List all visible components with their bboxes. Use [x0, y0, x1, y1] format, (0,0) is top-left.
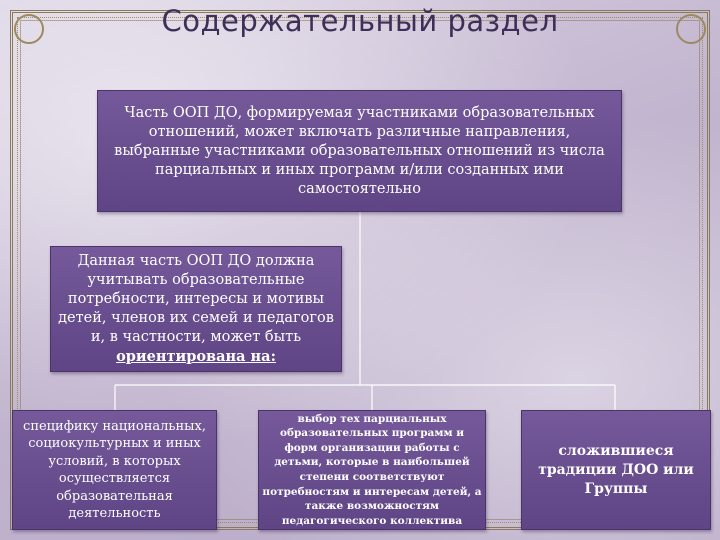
frame-corner-ornament	[676, 14, 706, 44]
top-box: Часть ООП ДО, формируемая участниками об…	[97, 90, 622, 212]
bottom-left-box: специфику национальных, социокультурных …	[12, 410, 217, 530]
top-box-text: Часть ООП ДО, формируемая участниками об…	[114, 104, 605, 197]
bottom-center-box: выбор тех парциальных образовательных пр…	[258, 410, 486, 530]
bottom-right-box: сложившиеся традиции ДОО или Группы	[521, 410, 711, 530]
middle-box: Данная часть ООП ДО должна учитывать обр…	[50, 246, 342, 372]
middle-box-text: Данная часть ООП ДО должна учитывать обр…	[58, 253, 334, 345]
middle-box-emphasis: ориентирована на:	[116, 348, 276, 365]
bottom-left-box-text: специфику национальных, социокультурных …	[23, 418, 206, 522]
slide-title: Содержательный раздел	[161, 4, 559, 38]
bottom-center-box-text: выбор тех парциальных образовательных пр…	[262, 412, 482, 527]
frame-corner-ornament	[14, 14, 44, 44]
bottom-right-box-text: сложившиеся традиции ДОО или Группы	[538, 442, 694, 497]
